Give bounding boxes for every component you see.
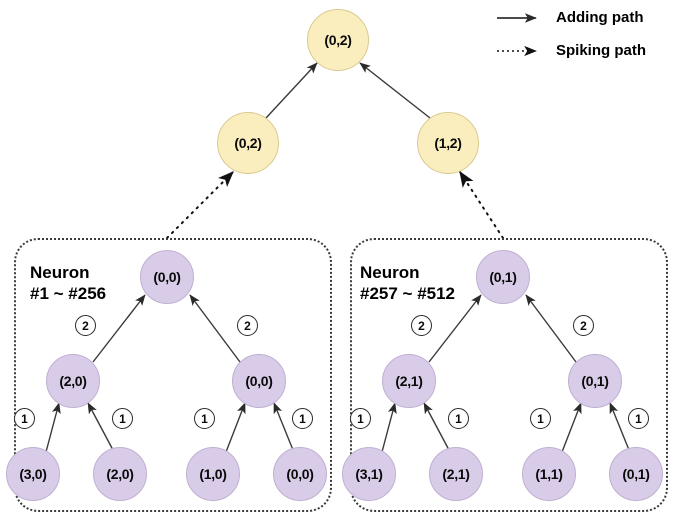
adding-edge-left-leaf1-to-mid1 [45, 402, 61, 453]
node-right-group-mid-1[interactable]: (2,1) [382, 354, 436, 408]
edge-weight-badge: 1 [14, 408, 35, 429]
neuron-group-left-title: Neuron #1 ~ #256 [30, 263, 107, 304]
edge-weight-badge: 1 [530, 408, 551, 429]
node-right-group-root[interactable]: (0,1) [476, 250, 530, 304]
node-right-group-leaf-3[interactable]: (1,1) [522, 447, 576, 501]
adding-edge-left-leaf3-to-mid2 [225, 402, 246, 453]
node-left-group-leaf-2[interactable]: (2,0) [93, 447, 147, 501]
edge-weight-badge: 1 [350, 408, 371, 429]
edge-weight-badge: 1 [292, 408, 313, 429]
node-label: (0,2) [324, 32, 352, 48]
node-label: (1,1) [535, 466, 563, 482]
edge-weight-badge: 1 [628, 408, 649, 429]
node-label: (2,1) [442, 466, 470, 482]
adding-edge-right-mid2-to-root [525, 294, 577, 363]
adding-edge-left-mid1-to-root [92, 294, 146, 363]
legend-label-adding-path: Adding path [556, 9, 644, 26]
edge-weight-badge: 1 [194, 408, 215, 429]
adding-edge-right-mid1-to-root [428, 294, 482, 363]
adding-edge-right-leaf4-to-mid2 [609, 402, 630, 451]
node-right-group-mid-2[interactable]: (0,1) [568, 354, 622, 408]
node-right-group-leaf-2[interactable]: (2,1) [429, 447, 483, 501]
node-label: (0,1) [622, 466, 650, 482]
adding-edge-left-leaf2-to-mid1 [87, 402, 114, 451]
node-level2-right[interactable]: (1,2) [417, 112, 479, 174]
node-label: (2,0) [59, 373, 87, 389]
node-left-group-mid-1[interactable]: (2,0) [46, 354, 100, 408]
neuron-group-right-title: Neuron #257 ~ #512 [360, 263, 456, 304]
edge-weight-badge: 2 [75, 315, 96, 336]
edge-weight-badge: 2 [237, 315, 258, 336]
adding-edge-l2-left-to-root [265, 62, 318, 119]
adding-edge-right-leaf2-to-mid1 [423, 402, 450, 451]
edge-weight-badge: 1 [448, 408, 469, 429]
edge-weight-badge: 2 [411, 315, 432, 336]
neuron-group-left-box [14, 238, 332, 512]
node-label: (0,0) [153, 269, 181, 285]
node-left-group-leaf-1[interactable]: (3,0) [6, 447, 60, 501]
adding-edge-right-leaf1-to-mid1 [381, 402, 397, 453]
node-label: (1,2) [434, 135, 462, 151]
node-right-group-leaf-1[interactable]: (3,1) [342, 447, 396, 501]
node-label: (0,1) [489, 269, 517, 285]
spiking-edge-right-group [459, 170, 504, 239]
node-right-group-leaf-4[interactable]: (0,1) [609, 447, 663, 501]
edge-weight-badge: 1 [112, 408, 133, 429]
adding-edge-l2-right-to-root [359, 62, 431, 119]
spiking-edge-left-group [166, 171, 234, 239]
node-label: (3,1) [355, 466, 383, 482]
node-left-group-leaf-3[interactable]: (1,0) [186, 447, 240, 501]
node-label: (1,0) [199, 466, 227, 482]
node-label: (0,0) [286, 466, 314, 482]
legend-label-spiking-path: Spiking path [556, 42, 646, 59]
node-label: (2,0) [106, 466, 134, 482]
edge-weight-badge: 2 [573, 315, 594, 336]
node-left-group-root[interactable]: (0,0) [140, 250, 194, 304]
node-label: (0,0) [245, 373, 273, 389]
node-label: (2,1) [395, 373, 423, 389]
node-label: (0,1) [581, 373, 609, 389]
node-level2-left[interactable]: (0,2) [217, 112, 279, 174]
node-label: (0,2) [234, 135, 262, 151]
adding-edge-right-leaf3-to-mid2 [561, 402, 582, 453]
neuron-group-right-box [350, 238, 668, 512]
node-root[interactable]: (0,2) [307, 9, 369, 71]
node-left-group-mid-2[interactable]: (0,0) [232, 354, 286, 408]
adding-edge-left-mid2-to-root [189, 294, 241, 363]
node-left-group-leaf-4[interactable]: (0,0) [273, 447, 327, 501]
adding-edge-left-leaf4-to-mid2 [273, 402, 294, 451]
node-label: (3,0) [19, 466, 47, 482]
